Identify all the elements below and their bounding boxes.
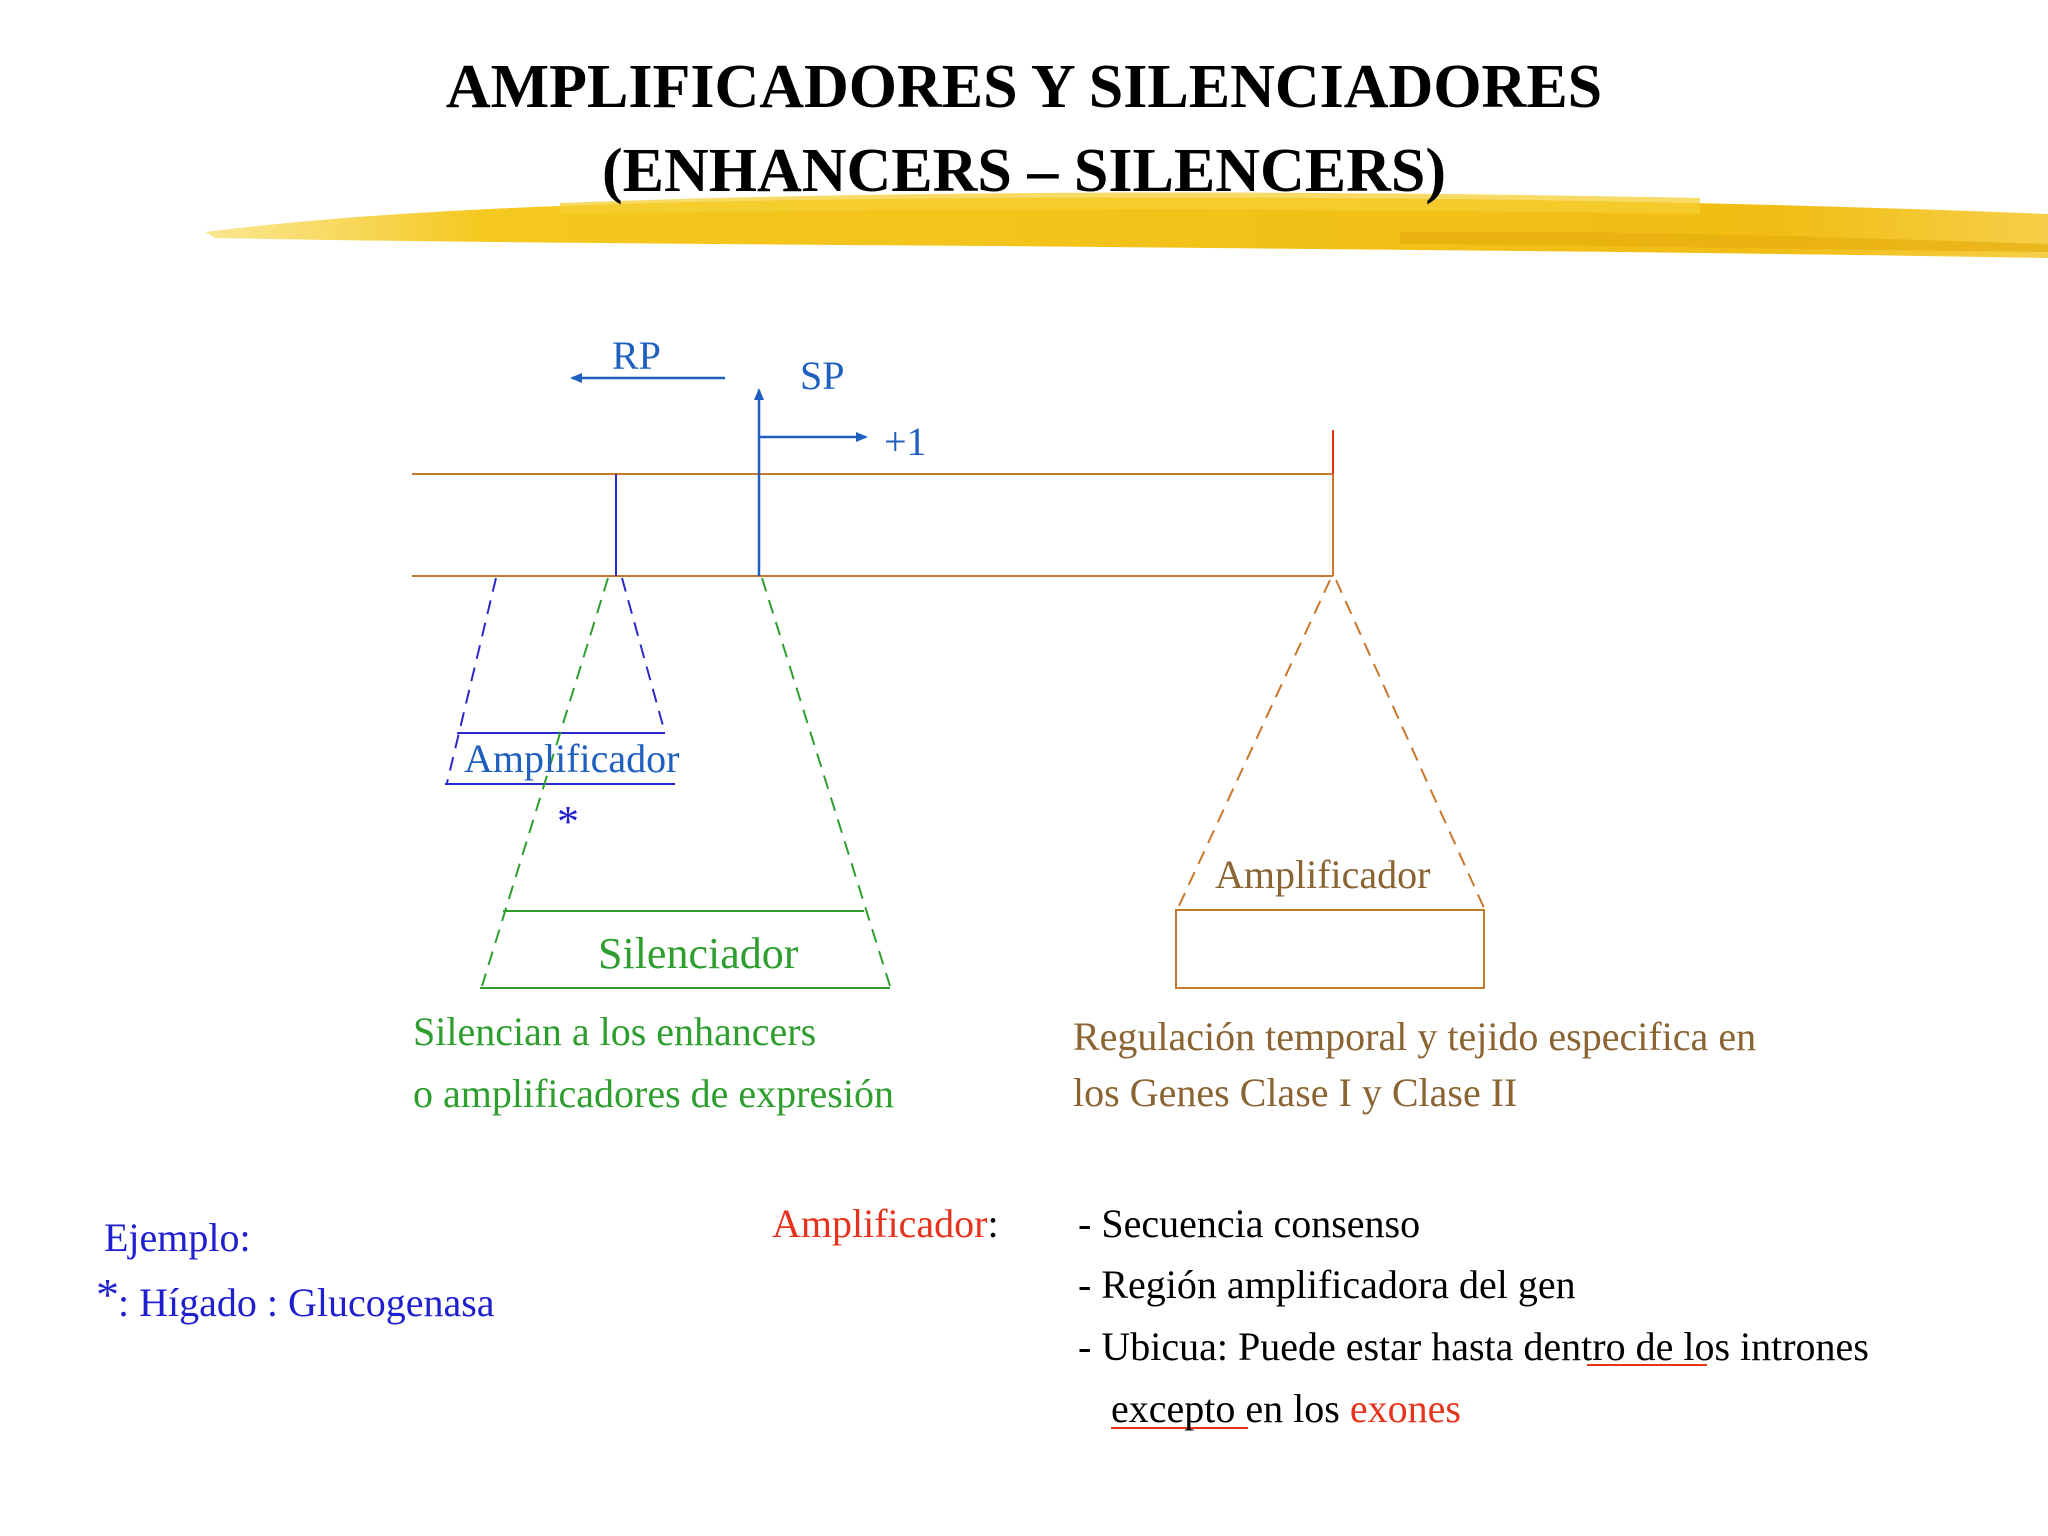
notes-label: Amplificador: xyxy=(772,1204,999,1244)
notes-item-4: excepto en los exones xyxy=(1111,1389,1461,1429)
amplificador-left-label: Amplificador xyxy=(464,736,680,781)
example-heading: Ejemplo: xyxy=(104,1215,251,1260)
enhancer-caption-line-2: los Genes Clase I y Clase II xyxy=(1073,1070,1518,1115)
rp-label: RP xyxy=(612,333,661,378)
enhancer-caption-line-1: Regulación temporal y tejido especifica … xyxy=(1073,1014,1757,1059)
amplificador-right-label: Amplificador xyxy=(1215,852,1431,897)
plus1-label: +1 xyxy=(884,419,927,464)
silencer-caption-line-1: Silencian a los enhancers xyxy=(413,1009,817,1054)
amplificador-right-box xyxy=(1175,909,1485,989)
notes-item-4-exones: exones xyxy=(1349,1386,1461,1431)
notes-item-3: - Ubicua: Puede estar hasta dentro de lo… xyxy=(1078,1324,1869,1369)
notes-item-4-text: excepto en los xyxy=(1111,1386,1350,1431)
silenciador-label: Silenciador xyxy=(598,929,799,978)
asterisk-marker: * xyxy=(557,797,579,846)
silencer-caption-line-2: o amplificadores de expresión xyxy=(413,1071,894,1116)
notes-label-word: Amplificador xyxy=(772,1201,988,1246)
page-title-line-2: (ENHANCERS – SILENCERS) xyxy=(601,137,1447,205)
page-title-line-1: AMPLIFICADORES Y SILENCIADORES xyxy=(445,53,1603,121)
example-asterisk: * xyxy=(96,1269,119,1320)
highlighter-stroke xyxy=(205,192,2048,258)
sp-label: SP xyxy=(800,353,845,398)
notes-label-colon: : xyxy=(987,1201,999,1246)
example-text: : Hígado : Glucogenasa xyxy=(118,1280,495,1325)
notes-item-2: - Región amplificadora del gen xyxy=(1078,1262,1576,1307)
notes-item-1: - Secuencia consenso xyxy=(1078,1201,1421,1246)
